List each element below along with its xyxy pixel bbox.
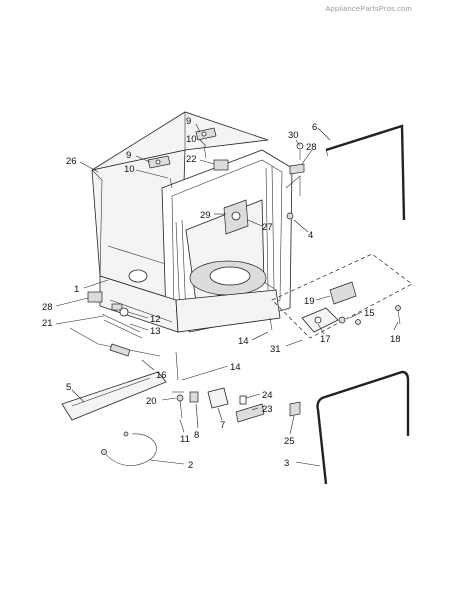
door-seal-part-3 <box>316 370 410 485</box>
callout-7: 7 <box>220 420 225 431</box>
leveling-parts <box>69 291 273 381</box>
small-parts-center <box>172 387 229 419</box>
callout-25: 25 <box>284 436 295 447</box>
callout-26: 26 <box>66 156 77 167</box>
top-bracket-right <box>195 127 217 159</box>
callout-10-upper: 10 <box>186 134 197 145</box>
callout-8: 8 <box>194 430 199 441</box>
callout-3: 3 <box>284 458 289 469</box>
callout-18: 18 <box>390 334 401 345</box>
callout-10-lower: 10 <box>124 164 135 175</box>
callout-16: 16 <box>156 370 167 381</box>
callout-13: 13 <box>150 326 161 337</box>
callout-2: 2 <box>188 460 193 471</box>
callout-24: 24 <box>262 390 273 401</box>
callout-15: 15 <box>364 308 375 319</box>
electronic-control-group <box>271 253 413 339</box>
callout-11: 11 <box>180 434 190 445</box>
vent-part-22 <box>213 159 229 171</box>
callout-28-lower: 28 <box>42 302 53 313</box>
callout-1: 1 <box>74 284 79 295</box>
tub-base <box>99 275 281 333</box>
toe-panel-part-5 <box>61 371 167 421</box>
callout-28-upper: 28 <box>306 142 317 153</box>
callout-9-upper: 9 <box>186 116 191 127</box>
callout-20: 20 <box>146 396 157 407</box>
leader-lines <box>55 123 399 467</box>
callout-14-upper: 14 <box>238 336 249 347</box>
top-bracket-left <box>147 155 173 189</box>
callout-labels: 9 10 9 10 26 22 30 28 6 29 27 4 1 28 21 … <box>42 116 401 471</box>
callout-19: 19 <box>304 296 315 307</box>
watermark: AppliancePartsPros.com <box>325 4 412 13</box>
callout-12: 12 <box>150 314 161 325</box>
callout-30: 30 <box>288 130 299 141</box>
vent-assembly <box>223 142 305 235</box>
callout-31: 31 <box>270 344 281 355</box>
callout-6: 6 <box>312 122 317 133</box>
wire-harness-part-2 <box>101 431 157 466</box>
callout-22: 22 <box>186 154 197 165</box>
door-gasket <box>325 124 406 221</box>
callout-5: 5 <box>66 382 71 393</box>
callout-17: 17 <box>320 334 331 345</box>
callout-4: 4 <box>308 230 313 241</box>
callout-14-lower: 14 <box>230 362 241 373</box>
callout-21: 21 <box>42 318 53 329</box>
tub-top <box>91 111 269 171</box>
callout-23: 23 <box>262 404 273 415</box>
callout-9-lower: 9 <box>126 150 131 161</box>
callout-27: 27 <box>262 222 273 233</box>
callout-29: 29 <box>200 210 211 221</box>
